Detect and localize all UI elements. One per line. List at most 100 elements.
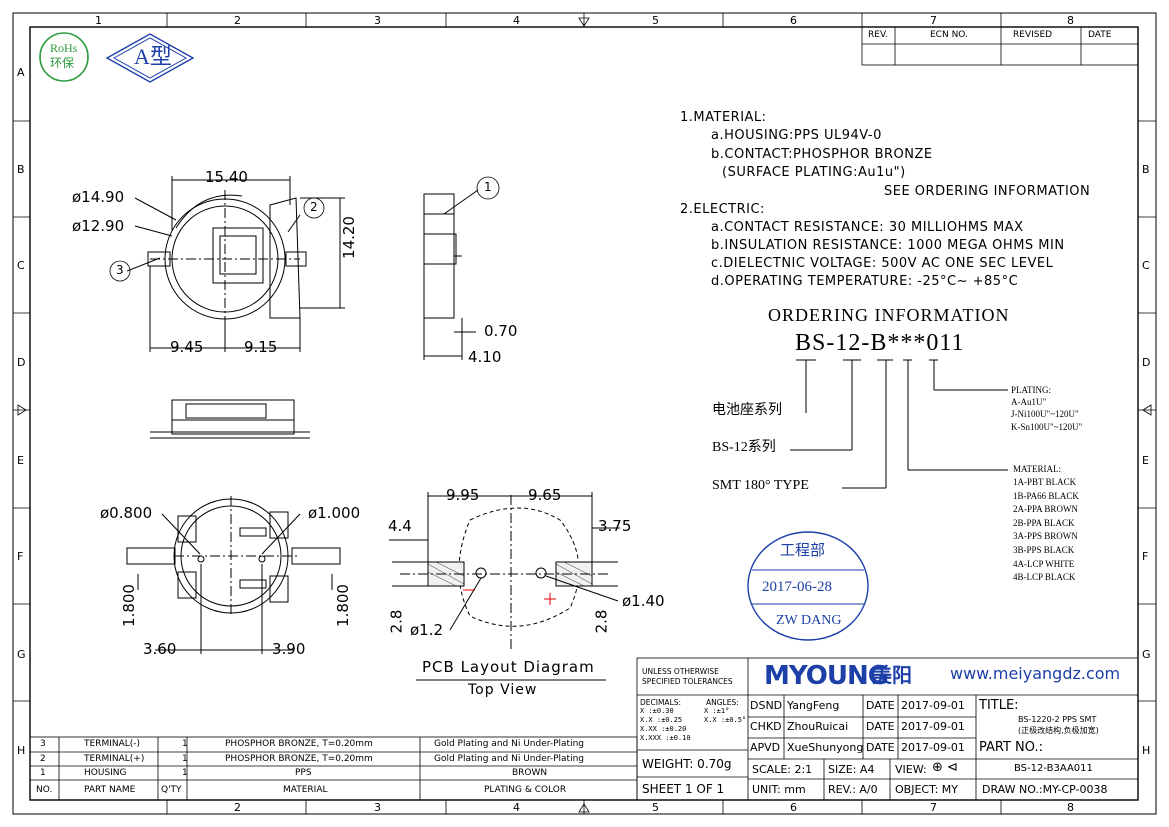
bom-row-2-part: TERMINAL(+) — [84, 754, 145, 764]
zone-col-1: 1 — [95, 14, 102, 27]
tol-row-x: X :±0.30 — [640, 707, 674, 715]
revision-block — [861, 26, 1139, 66]
rev-header-rev: REV. — [868, 30, 888, 40]
zone-col-8: 8 — [1067, 14, 1074, 27]
tol-row-xx: X.X :±0.25 — [640, 716, 683, 724]
unit: UNIT: mm — [752, 783, 806, 796]
zone-row-b: B — [17, 163, 25, 176]
date-value-2: 2017-09-01 — [901, 720, 965, 733]
dim-d1-40: ø1.40 — [622, 592, 665, 610]
zone-col-5: 5 — [652, 14, 659, 27]
material-opt-1b: 1B-PA66 BLACK — [1013, 491, 1079, 501]
tolerance-angles: ANGLES: — [706, 698, 739, 707]
rev-header-ecn: ECN NO. — [930, 30, 968, 40]
dim-9-45: 9.45 — [170, 338, 204, 356]
dim-2-8-left: 2.8 — [387, 609, 406, 634]
dim-3-90: 3.90 — [272, 640, 306, 658]
date-label-2: DATE — [866, 720, 895, 733]
website-link[interactable]: www.meiyangdz.com — [950, 664, 1121, 683]
plating-opt-k: K-Sn100U"~120U" — [1011, 422, 1083, 432]
scale: SCALE: 2:1 — [752, 763, 813, 776]
stamp-name: ZW DANG — [776, 613, 842, 628]
view: VIEW: — [895, 763, 927, 776]
zone-row-f-right: F — [1142, 550, 1149, 563]
dim-3-75: 3.75 — [598, 517, 632, 535]
bom-row-3-qty: 1 — [182, 739, 188, 749]
dim-9-65: 9.65 — [528, 486, 562, 504]
ordering-title: ORDERING INFORMATION — [768, 305, 1010, 325]
zone-col-6-bottom: 6 — [790, 801, 797, 814]
date-value-1: 2017-09-01 — [901, 699, 965, 712]
material-opt-4a: 4A-LCP WHITE — [1013, 559, 1075, 569]
zone-col-5-bottom: 5 — [652, 801, 659, 814]
zone-col-6: 6 — [790, 14, 797, 27]
zone-row-b-right: B — [1142, 163, 1150, 176]
title-block — [636, 657, 1139, 801]
weight: WEIGHT: 0.70g — [642, 757, 732, 771]
material-opt-3b: 3B-PPS BLACK — [1013, 545, 1075, 555]
draw-no: DRAW NO.:MY-CP-0038 — [982, 783, 1108, 796]
bom-header-plating: PLATING & COLOR — [484, 785, 567, 795]
top-view — [126, 176, 345, 352]
balloon-1: 1 — [484, 180, 492, 194]
dim-d1-2: ø1.2 — [410, 621, 444, 639]
dim-14-20: 14.20 — [339, 216, 358, 259]
bom-header-material: MATERIAL — [283, 785, 328, 795]
balloon-3: 3 — [116, 263, 124, 277]
zone-row-h-right: H — [1142, 744, 1151, 757]
plating-opt-j: J-Ni100U"~120U" — [1011, 409, 1079, 419]
bom-row-1-qty: 1 — [182, 768, 188, 778]
pcb-title: PCB Layout Diagram — [422, 658, 595, 676]
bom-row-3-material: PHOSPHOR BRONZE, T=0.20mm — [225, 739, 373, 749]
note-temperature: d.OPERATING TEMPERATURE: -25°C~ +85°C — [711, 274, 1019, 289]
title-value: BS-1220-2 PPS SMT — [1018, 715, 1097, 724]
material-opt-1a: 1A-PBT BLACK — [1013, 477, 1077, 487]
bom-row-2-qty: 1 — [182, 754, 188, 764]
zone-row-d: D — [17, 356, 26, 369]
zone-col-7-bottom: 7 — [930, 801, 937, 814]
material-opt-2a: 2A-PPA BROWN — [1013, 504, 1078, 514]
bom-row-1-no: 1 — [40, 768, 46, 778]
bom-header-no: NO. — [36, 785, 53, 795]
plating-title: PLATING: — [1011, 385, 1051, 395]
projection-icon: ⊕ ⊲ — [932, 760, 958, 775]
note-insulation: b.INSULATION RESISTANCE: 1000 MEGA OHMS … — [711, 238, 1065, 253]
dsnd-label: DSND — [750, 699, 783, 712]
dim-9-15: 9.15 — [244, 338, 278, 356]
chkd-value: ZhouRuicai — [787, 720, 849, 733]
sheet: SHEET 1 OF 1 — [642, 782, 725, 796]
ordering-bs12-label: BS-12系列 — [712, 440, 776, 455]
tol-row-xxxx: X.XXX :±0.10 — [640, 734, 691, 742]
pcb-red-marks — [463, 589, 556, 605]
pcb-layout — [389, 492, 620, 681]
partno-value: BS-12-B3AA011 — [1014, 763, 1093, 774]
dim-1-800-left: 1.800 — [119, 584, 138, 627]
material-opt-2b: 2B-PPA BLACK — [1013, 518, 1075, 528]
pcb-subtitle: Top View — [468, 682, 538, 698]
material-title: MATERIAL: — [1013, 464, 1061, 474]
dim-0-70: 0.70 — [484, 322, 518, 340]
bom-row-1-plating: BROWN — [512, 768, 548, 778]
note-material-title: 1.MATERIAL: — [680, 110, 767, 125]
zone-row-f: F — [17, 550, 24, 563]
rohs-text: RoHs — [50, 41, 78, 55]
bom-row-2-material: PHOSPHOR BRONZE, T=0.20mm — [225, 754, 373, 764]
date-value-3: 2017-09-01 — [901, 741, 965, 754]
ang-row-x: X :±1° — [704, 707, 730, 715]
date-label-1: DATE — [866, 699, 895, 712]
note-contact-resistance: a.CONTACT RESISTANCE: 30 MILLIOHMS MAX — [711, 220, 1024, 235]
zone-col-2-bottom: 2 — [234, 801, 241, 814]
zone-row-h: H — [17, 744, 26, 757]
zone-ticks — [13, 13, 1156, 814]
tolerance-decimals: DECIMALS: — [640, 698, 682, 707]
bom-header-qty: Q'TY — [161, 785, 182, 795]
zone-row-e-right: E — [1142, 454, 1149, 467]
zone-row-a: A — [17, 66, 25, 79]
dim-1-800-right: 1.800 — [333, 584, 352, 627]
plating-opt-a: A-Au1U" — [1011, 397, 1047, 407]
inner-border — [29, 26, 1139, 801]
model-type: A型 — [134, 44, 172, 69]
material-opt-3a: 3A-PPS BROWN — [1013, 531, 1078, 541]
brand-logo: MYOUNG — [764, 661, 889, 691]
balloon-2: 2 — [310, 200, 318, 214]
